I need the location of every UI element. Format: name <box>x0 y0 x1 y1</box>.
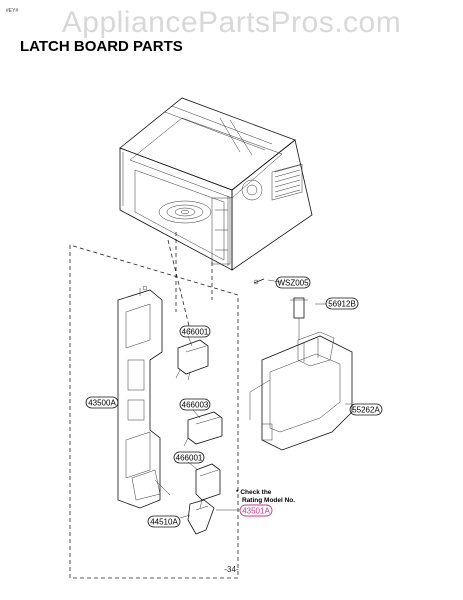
switch-466003-drawing <box>183 411 223 447</box>
svg-text:55262A: 55262A <box>352 406 380 415</box>
part-label-466001-top: 466001 <box>179 325 211 338</box>
part-label-55262a: 55262A <box>349 403 383 416</box>
page-title: LATCH BOARD PARTS <box>20 38 183 55</box>
svg-text:466001: 466001 <box>182 328 209 337</box>
latch-board-assembly-boundary <box>69 244 239 579</box>
svg-text:43501A: 43501A <box>242 507 270 516</box>
part-label-56912b: 56912B <box>325 297 359 310</box>
corner-tag: #EY# <box>6 8 19 14</box>
sensor-drawing <box>290 297 308 340</box>
svg-text:56912B: 56912B <box>328 300 356 309</box>
part-label-wsz005: WSZ005 <box>275 276 311 289</box>
part-label-466003: 466003 <box>179 398 211 411</box>
part-label-44510a: 44510A <box>147 515 181 528</box>
switch-466001-top-drawing <box>175 339 209 381</box>
note-line-2: Rating Model No. <box>242 497 295 504</box>
part-label-43501a: 43501A <box>239 504 273 517</box>
part-label-43500a: 43500A <box>85 396 119 409</box>
screw-drawing <box>253 278 265 285</box>
page-number: -34- <box>224 565 239 574</box>
microwave-cavity-drawing <box>119 97 313 271</box>
svg-text:WSZ005: WSZ005 <box>277 279 309 288</box>
svg-text:44510A: 44510A <box>150 518 178 527</box>
watermark: AppliancePartsPros.com <box>61 6 402 39</box>
svg-text:43500A: 43500A <box>88 399 116 408</box>
note-line-1: * Check the <box>236 489 272 496</box>
svg-text:466003: 466003 <box>182 401 209 410</box>
latch-board-drawing <box>117 285 171 509</box>
svg-text:466001: 466001 <box>176 454 203 463</box>
vent-grill <box>271 163 303 201</box>
bracket-drawing <box>249 331 353 451</box>
switch-466001-bottom-drawing <box>195 463 221 509</box>
latch-lever-drawing <box>187 499 215 535</box>
part-label-466001-bottom: 466001 <box>173 451 205 464</box>
